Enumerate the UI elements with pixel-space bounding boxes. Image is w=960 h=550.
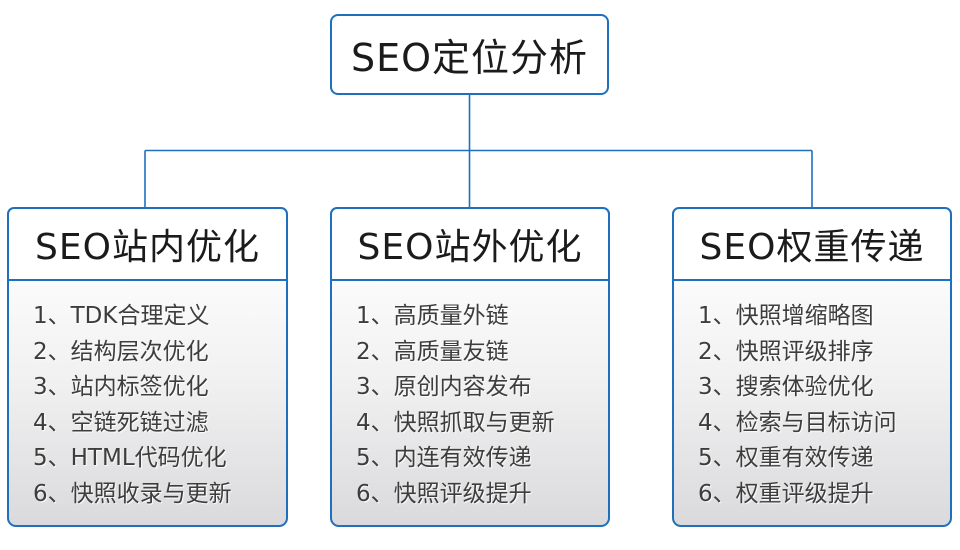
column-header-offsite: SEO站外优化 xyxy=(330,207,610,281)
list-item: 5、内连有效传递 xyxy=(356,445,532,471)
column-onsite: SEO站内优化 1、TDK合理定义 2、结构层次优化 3、站内标签优化 4、空链… xyxy=(7,207,288,527)
column-list-onsite: 1、TDK合理定义 2、结构层次优化 3、站内标签优化 4、空链死链过滤 5、H… xyxy=(7,279,288,527)
list-item: 4、空链死链过滤 xyxy=(33,409,209,436)
root-node: SEO定位分析 xyxy=(330,14,609,95)
list-item: 1、快照增缩略图 xyxy=(698,303,874,329)
column-list-weight: 1、快照增缩略图 2、快照评级排序 3、搜索体验优化 4、检索与目标访问 5、权… xyxy=(672,279,952,527)
list-item: 5、权重有效传递 xyxy=(698,445,874,471)
column-title: SEO站外优化 xyxy=(357,227,583,268)
list-item: 4、快照抓取与更新 xyxy=(356,409,555,436)
column-title: SEO权重传递 xyxy=(699,227,925,268)
column-header-weight: SEO权重传递 xyxy=(672,207,952,281)
list-item: 6、快照评级提升 xyxy=(356,480,532,507)
list-item: 2、快照评级排序 xyxy=(698,338,874,365)
root-node-label: SEO定位分析 xyxy=(350,36,589,80)
list-item: 4、检索与目标访问 xyxy=(698,409,897,436)
list-item: 6、权重评级提升 xyxy=(698,480,874,507)
list-item: 6、快照收录与更新 xyxy=(33,480,232,507)
list-item: 5、HTML代码优化 xyxy=(33,445,227,471)
list-item: 3、原创内容发布 xyxy=(356,374,532,400)
list-item: 1、TDK合理定义 xyxy=(33,303,210,329)
list-item: 2、高质量友链 xyxy=(356,338,509,365)
column-weight: SEO权重传递 1、快照增缩略图 2、快照评级排序 3、搜索体验优化 4、检索与… xyxy=(672,207,952,527)
column-offsite: SEO站外优化 1、高质量外链 2、高质量友链 3、原创内容发布 4、快照抓取与… xyxy=(330,207,610,527)
column-header-onsite: SEO站内优化 xyxy=(7,207,288,281)
list-item: 2、结构层次优化 xyxy=(33,338,209,365)
list-item: 3、站内标签优化 xyxy=(33,374,209,400)
list-item: 3、搜索体验优化 xyxy=(698,374,874,400)
column-title: SEO站内优化 xyxy=(35,227,260,268)
column-list-offsite: 1、高质量外链 2、高质量友链 3、原创内容发布 4、快照抓取与更新 5、内连有… xyxy=(330,279,610,527)
list-item: 1、高质量外链 xyxy=(356,303,509,329)
